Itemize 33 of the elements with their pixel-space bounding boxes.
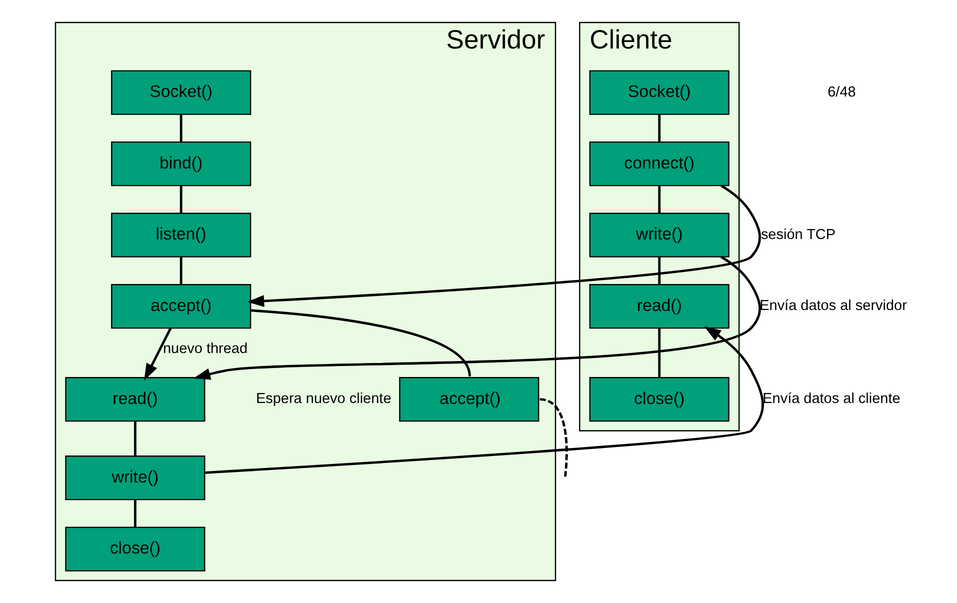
edge-label: sesión TCP	[760, 226, 836, 243]
connector	[134, 421, 136, 456]
node-box: listen()	[111, 212, 252, 258]
node-box: Socket()	[111, 70, 252, 115]
node-box: connect()	[589, 141, 730, 186]
connector	[658, 114, 661, 142]
node-box: read()	[589, 284, 730, 329]
node-box: write()	[589, 212, 730, 258]
arrow	[144, 328, 172, 381]
arrow	[247, 184, 761, 307]
node-box: Socket()	[589, 70, 730, 115]
node-box: write()	[65, 455, 206, 500]
edge-label: nuevo thread	[162, 340, 248, 357]
connector	[658, 256, 661, 284]
node-box: accept()	[111, 284, 252, 329]
node-box: close()	[65, 526, 206, 572]
node-label: Espera nuevo cliente	[256, 391, 392, 408]
label: 6/48	[828, 84, 856, 100]
connector	[540, 398, 568, 477]
connector	[134, 500, 136, 528]
connector	[180, 114, 182, 142]
arrow	[205, 326, 764, 474]
arrow	[193, 256, 761, 380]
connector	[658, 186, 661, 214]
connector	[180, 186, 182, 214]
edge-label: Envía datos al servidor	[760, 298, 907, 314]
connector	[180, 256, 182, 284]
node-box: bind()	[111, 141, 252, 186]
connector	[250, 309, 471, 377]
edge-label: Envía datos al cliente	[762, 391, 900, 408]
node-box: read()	[65, 376, 206, 422]
connector	[658, 328, 661, 378]
node-box: close()	[589, 376, 730, 422]
